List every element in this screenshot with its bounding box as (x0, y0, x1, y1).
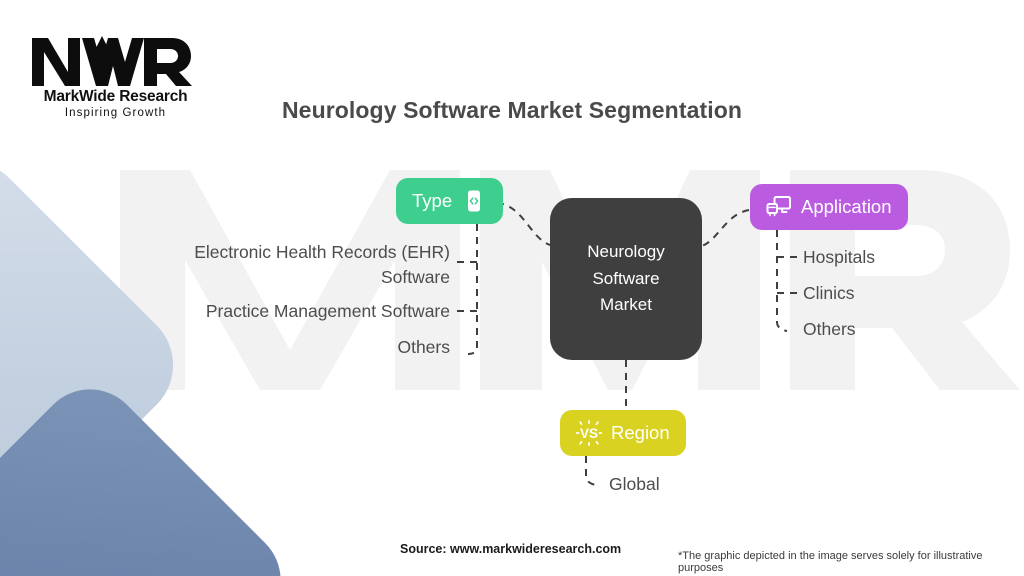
connector-application-to-center (701, 209, 750, 247)
svg-text:VS: VS (580, 426, 598, 441)
category-label-type: Type (412, 190, 453, 211)
leaf-label-type-others: Others (397, 337, 450, 357)
center-node-line-1: Neurology (587, 242, 665, 262)
disclaimer-text: *The graphic depicted in the image serve… (678, 550, 983, 574)
leaf-label-application-others: Others (803, 319, 856, 339)
page-title: Neurology Software Market Segmentation (281, 97, 743, 123)
connector-type-to-center (496, 202, 551, 246)
leaf-label-region-global: Global (609, 474, 660, 494)
category-badge-type[interactable]: Type (396, 178, 504, 224)
center-node-line-3: Market (600, 295, 652, 315)
leaf-line-1: Electronic Health Records (EHR) (194, 242, 450, 262)
mobile-code-icon (461, 188, 487, 214)
category-badge-region[interactable]: VS Region (560, 410, 686, 456)
logo-mark-icon (32, 36, 192, 86)
connector-application-spine (776, 230, 788, 332)
desktop-monitor-icon (766, 194, 792, 220)
logo-tagline: Inspiring Growth (64, 107, 167, 119)
leaf-line-2: Software (380, 267, 450, 288)
center-node-text: Neurology Software Market (587, 239, 665, 318)
leaf-label-type-practice-management: Practice Management Software (205, 301, 450, 321)
leaf-label-type-ehr-software: Electronic Health Records (EHR) Software (150, 240, 450, 291)
category-badge-application[interactable]: Application (750, 184, 908, 230)
source-text: Source: www.markwideresearch.com (400, 542, 622, 556)
vs-burst-icon: VS (576, 420, 602, 446)
brand-logo: MarkWide Research Inspiring Growth (28, 32, 203, 119)
connector-region-spine (585, 456, 597, 486)
category-label-application: Application (801, 196, 892, 217)
leaf-label-application-hospitals: Hospitals (803, 247, 875, 267)
logo-company-name: MarkWide Research (43, 88, 188, 105)
connector-type-spine (467, 224, 478, 355)
center-node: Neurology Software Market (550, 198, 702, 360)
category-label-region: Region (611, 422, 670, 443)
leaf-label-application-clinics: Clinics (803, 283, 855, 303)
center-node-line-2: Software (592, 268, 660, 288)
